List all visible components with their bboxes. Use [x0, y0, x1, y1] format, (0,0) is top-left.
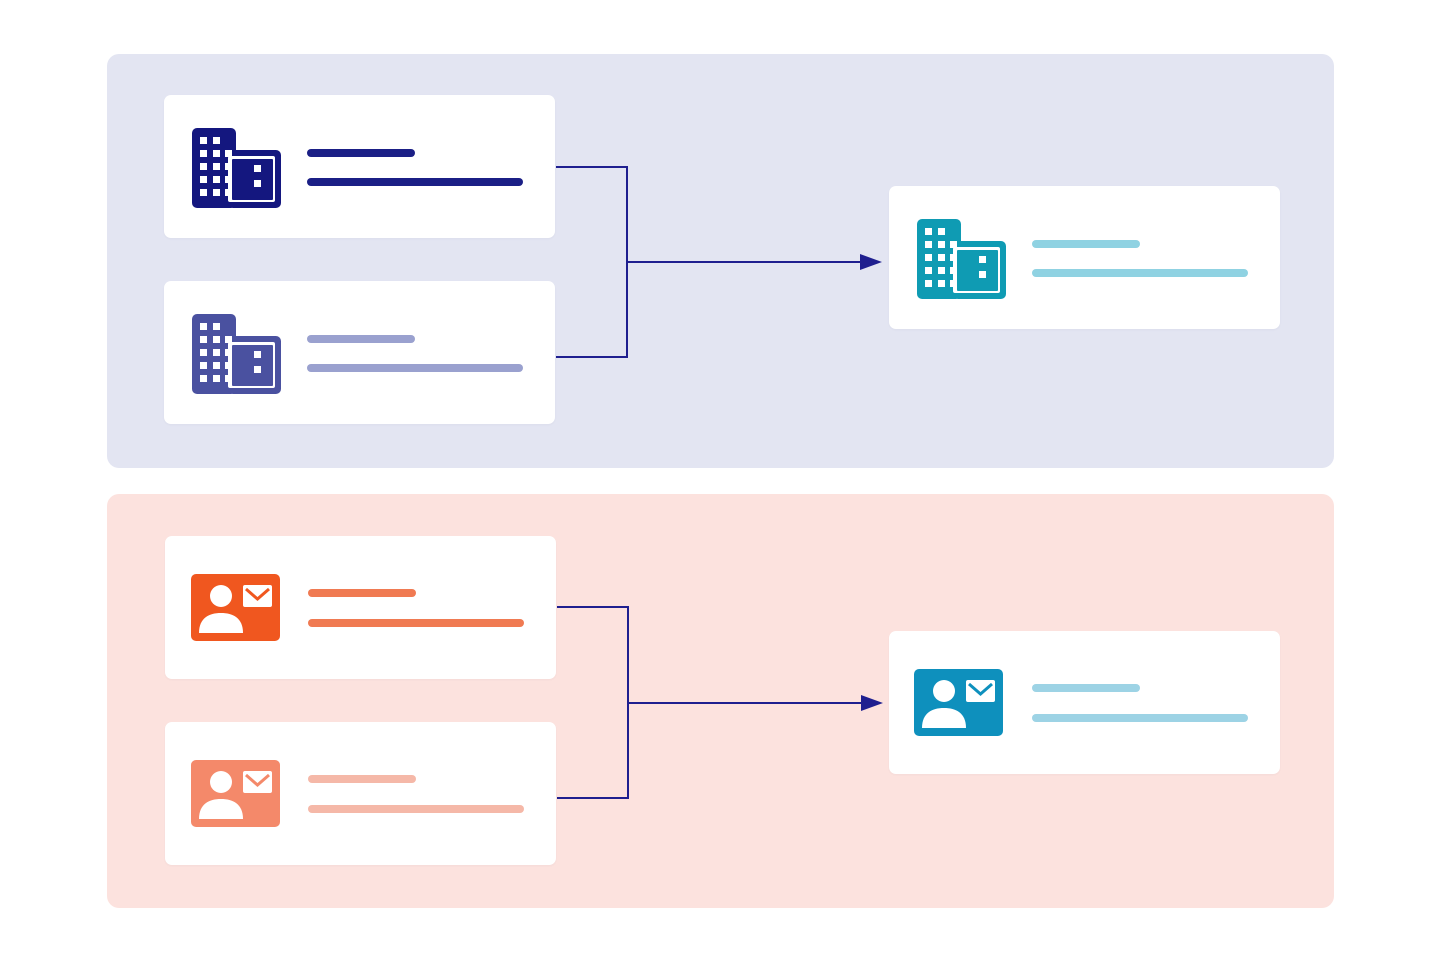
merged-company-card: [889, 186, 1280, 329]
title-placeholder-line: [1032, 240, 1140, 248]
source-contact-card-1: [165, 536, 556, 679]
detail-placeholder-line: [1032, 269, 1248, 277]
contacts-merge-panel: [107, 494, 1334, 908]
detail-placeholder-line: [308, 805, 524, 813]
source-company-card-1: [164, 95, 555, 238]
building-icon: [192, 128, 282, 213]
contact-card-icon-svg: [191, 760, 280, 827]
title-placeholder-line: [1032, 684, 1140, 692]
source-contact-card-2: [165, 722, 556, 865]
building-icon: [192, 314, 282, 399]
merged-contact-card: [889, 631, 1280, 774]
detail-placeholder-line: [1032, 714, 1248, 722]
companies-merge-panel: [107, 54, 1334, 468]
contact-card-icon: [191, 574, 281, 647]
contact-card-icon: [914, 669, 1004, 742]
building-icon-svg: [192, 128, 281, 208]
contact-card-icon-svg: [191, 574, 280, 641]
building-icon-svg: [917, 219, 1006, 299]
title-placeholder-line: [308, 775, 416, 783]
detail-placeholder-line: [308, 619, 524, 627]
title-placeholder-line: [307, 149, 415, 157]
source-company-card-2: [164, 281, 555, 424]
contact-card-icon: [191, 760, 281, 833]
contact-card-icon-svg: [914, 669, 1003, 736]
detail-placeholder-line: [307, 364, 523, 372]
building-icon: [917, 219, 1007, 304]
title-placeholder-line: [307, 335, 415, 343]
title-placeholder-line: [308, 589, 416, 597]
detail-placeholder-line: [307, 178, 523, 186]
building-icon-svg: [192, 314, 281, 394]
